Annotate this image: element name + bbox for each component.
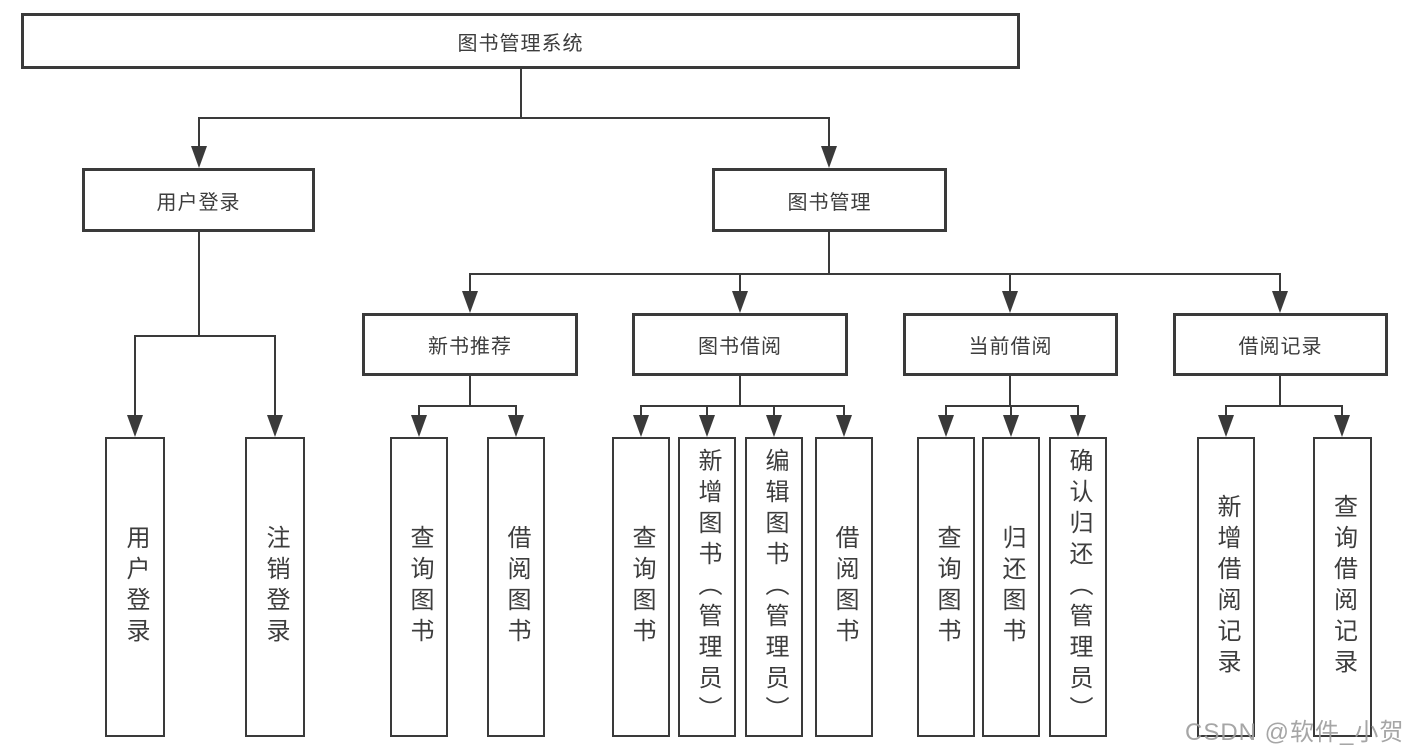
leaf-newbook-borrow: 借阅图书	[487, 437, 545, 737]
connector-line	[520, 69, 522, 117]
arrowhead-down-icon	[699, 415, 715, 437]
node-new-book-recommend: 新书推荐	[362, 313, 578, 376]
leaf-borrow-borrow: 借阅图书	[815, 437, 873, 737]
connector-line	[773, 405, 775, 417]
leaf-current-return: 归还图书	[982, 437, 1040, 737]
arrowhead-down-icon	[127, 415, 143, 437]
arrowhead-down-icon	[1334, 415, 1350, 437]
node-new-book-recommend-label: 新书推荐	[428, 336, 512, 358]
leaf-borrow-add-admin: 新增图书（管理员）	[678, 437, 736, 737]
node-book-borrowing-label: 图书借阅	[698, 336, 782, 358]
leaf-user-login: 用户登录	[105, 437, 165, 737]
connector-line	[739, 376, 741, 407]
arrowhead-down-icon	[732, 291, 748, 313]
arrowhead-down-icon	[766, 415, 782, 437]
connector-line	[418, 405, 420, 417]
arrowhead-down-icon	[821, 146, 837, 168]
leaf-newbook-query-label: 查询图书	[406, 525, 433, 649]
leaf-borrow-query: 查询图书	[612, 437, 670, 737]
arrowhead-down-icon	[411, 415, 427, 437]
connector-line	[828, 232, 830, 273]
node-current-borrowing-label: 当前借阅	[968, 336, 1053, 358]
connector-line	[1009, 273, 1011, 293]
connector-line	[198, 117, 830, 119]
leaf-records-add: 新增借阅记录	[1197, 437, 1255, 737]
csdn-watermark: CSDN @软件_小贺同学	[1185, 719, 1405, 746]
connector-line	[945, 405, 947, 417]
leaf-current-query-label: 查询图书	[933, 525, 960, 649]
leaf-records-query-label: 查询借阅记录	[1329, 494, 1357, 680]
node-root: 图书管理系统	[21, 13, 1020, 69]
node-current-borrowing: 当前借阅	[903, 313, 1118, 376]
connector-line	[515, 405, 517, 417]
arrowhead-down-icon	[1272, 291, 1288, 313]
connector-line	[1010, 405, 1012, 417]
connector-line	[134, 335, 276, 337]
connector-line	[1077, 405, 1079, 417]
leaf-newbook-borrow-label: 借阅图书	[503, 525, 530, 649]
connector-line	[1341, 405, 1343, 417]
arrowhead-down-icon	[1002, 291, 1018, 313]
arrowhead-down-icon	[191, 146, 207, 168]
leaf-newbook-query: 查询图书	[390, 437, 448, 737]
arrowhead-down-icon	[1218, 415, 1234, 437]
connector-line	[706, 405, 708, 417]
connector-line	[1279, 273, 1281, 293]
leaf-borrow-edit-admin: 编辑图书（管理员）	[745, 437, 803, 737]
node-borrow-records-label: 借阅记录	[1238, 336, 1323, 358]
connector-line	[1279, 376, 1281, 407]
leaf-current-query: 查询图书	[917, 437, 975, 737]
leaf-user-login-label: 用户登录	[122, 525, 149, 649]
connector-line	[843, 405, 845, 417]
connector-line	[739, 273, 741, 293]
node-borrow-records: 借阅记录	[1173, 313, 1388, 376]
arrowhead-down-icon	[836, 415, 852, 437]
leaf-current-confirm-admin-label: 确认归还（管理员）	[1065, 447, 1092, 727]
connector-line	[469, 273, 1280, 275]
leaf-borrow-borrow-label: 借阅图书	[831, 525, 858, 649]
leaf-current-return-label: 归还图书	[998, 525, 1025, 649]
leaf-logout-label: 注销登录	[262, 525, 289, 649]
arrowhead-down-icon	[938, 415, 954, 437]
connector-line	[469, 273, 471, 293]
leaf-records-add-label: 新增借阅记录	[1213, 494, 1240, 680]
connector-line	[469, 376, 471, 407]
connector-line	[1225, 405, 1227, 417]
leaf-borrow-add-admin-label: 新增图书（管理员）	[694, 447, 721, 727]
connector-line	[1009, 376, 1011, 407]
connector-line	[640, 405, 844, 407]
connector-line	[274, 335, 276, 417]
connector-line	[198, 117, 200, 149]
node-root-label: 图书管理系统	[457, 32, 584, 55]
node-book-management-branch-label: 图书管理	[787, 191, 872, 214]
node-user-login-branch-label: 用户登录	[156, 191, 241, 214]
node-book-borrowing: 图书借阅	[632, 313, 848, 376]
connector-line	[198, 232, 200, 335]
connector-line	[134, 335, 136, 417]
arrowhead-down-icon	[1003, 415, 1019, 437]
connector-line	[828, 117, 830, 149]
arrowhead-down-icon	[1070, 415, 1086, 437]
connector-line	[418, 405, 516, 407]
arrowhead-down-icon	[508, 415, 524, 437]
leaf-current-confirm-admin: 确认归还（管理员）	[1049, 437, 1107, 737]
node-book-management-branch: 图书管理	[712, 168, 947, 232]
leaf-borrow-query-label: 查询图书	[628, 525, 655, 649]
connector-line	[1225, 405, 1342, 407]
arrowhead-down-icon	[462, 291, 478, 313]
leaf-borrow-edit-admin-label: 编辑图书（管理员）	[761, 447, 788, 727]
arrowhead-down-icon	[267, 415, 283, 437]
leaf-records-query: 查询借阅记录	[1313, 437, 1372, 737]
arrowhead-down-icon	[633, 415, 649, 437]
node-user-login-branch: 用户登录	[82, 168, 315, 232]
leaf-logout: 注销登录	[245, 437, 305, 737]
connector-line	[640, 405, 642, 417]
